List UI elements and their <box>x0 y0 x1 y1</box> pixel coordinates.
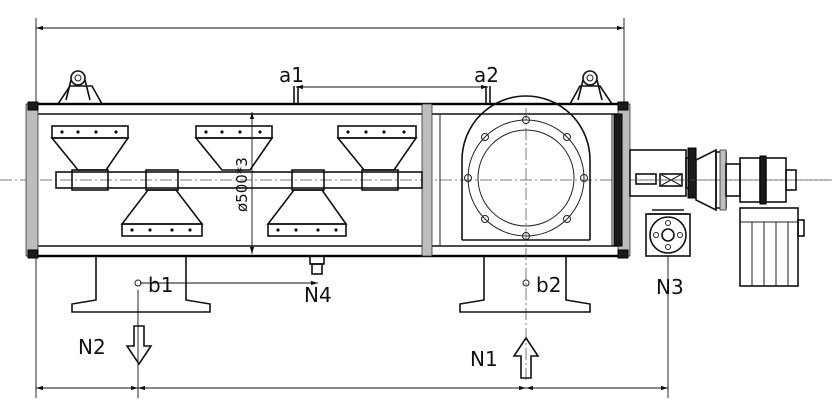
drive-assembly <box>629 147 830 287</box>
top-dimension <box>35 18 625 112</box>
paddle-upper-1 <box>50 125 130 171</box>
paddle-lower-2 <box>266 189 348 237</box>
label-b2: b2 <box>536 273 561 297</box>
label-a1: a1 <box>279 63 304 87</box>
paddle-upper-3 <box>336 125 418 171</box>
label-b1: b1 <box>148 273 173 297</box>
bottom-dimension <box>35 256 668 398</box>
diameter-dimension: ø500*3 <box>233 112 255 254</box>
label-a2: a2 <box>474 63 499 87</box>
diameter-label: ø500*3 <box>233 157 251 212</box>
lifting-lug-right <box>568 70 614 105</box>
n1-arrow <box>512 336 540 379</box>
vessel-shell <box>25 101 631 259</box>
paddle-lower-1 <box>120 189 204 237</box>
support-left <box>71 256 211 313</box>
nozzle-a1 <box>293 86 299 104</box>
nozzle-n4 <box>309 255 325 275</box>
label-n4: N4 <box>304 283 332 307</box>
label-n1: N1 <box>470 347 498 371</box>
support-right <box>459 256 591 313</box>
label-n3: N3 <box>656 275 684 299</box>
label-n2: N2 <box>78 335 106 359</box>
lifting-lug-left <box>56 70 104 105</box>
n2-arrow <box>125 325 153 366</box>
nozzle-n3 <box>645 209 691 398</box>
nozzle-a2 <box>485 86 491 104</box>
inlet-flange-circle <box>461 95 591 380</box>
